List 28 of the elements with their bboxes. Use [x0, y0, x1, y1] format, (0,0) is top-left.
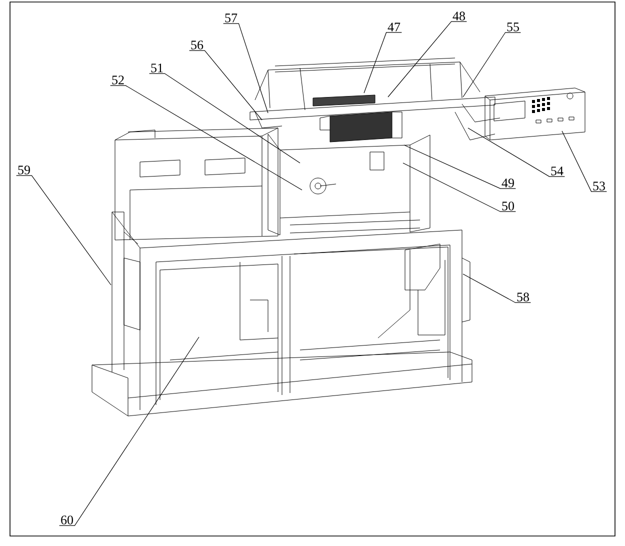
leader-line [149, 73, 300, 164]
leader-line [189, 50, 262, 120]
leader-line [223, 23, 268, 114]
callout-number: 53 [593, 182, 605, 190]
callout-number: 60 [61, 516, 73, 524]
callout-number: 50 [502, 202, 514, 210]
callout-number: 47 [388, 22, 400, 32]
callout-number: 57 [225, 14, 238, 22]
leader-line [16, 175, 112, 286]
callout-number: 52 [112, 76, 124, 84]
callout-number: 56 [191, 40, 204, 50]
leader-line [110, 85, 302, 190]
leader-line [388, 21, 467, 98]
leader-line [562, 130, 607, 192]
leader-line [59, 336, 200, 526]
callout-number: 54 [551, 166, 564, 176]
callout-number: 55 [507, 22, 519, 32]
leader-line [462, 274, 531, 303]
leader-line [364, 32, 402, 94]
callout-number: 49 [502, 178, 514, 188]
callout-number: 48 [452, 12, 465, 20]
leader-line [404, 144, 516, 189]
callout-number: 58 [517, 292, 529, 302]
leader-line [468, 128, 565, 177]
callout-number: 59 [18, 166, 30, 174]
callout-number: 51 [151, 64, 163, 72]
leader-line [462, 32, 521, 98]
leader-line [402, 162, 516, 212]
